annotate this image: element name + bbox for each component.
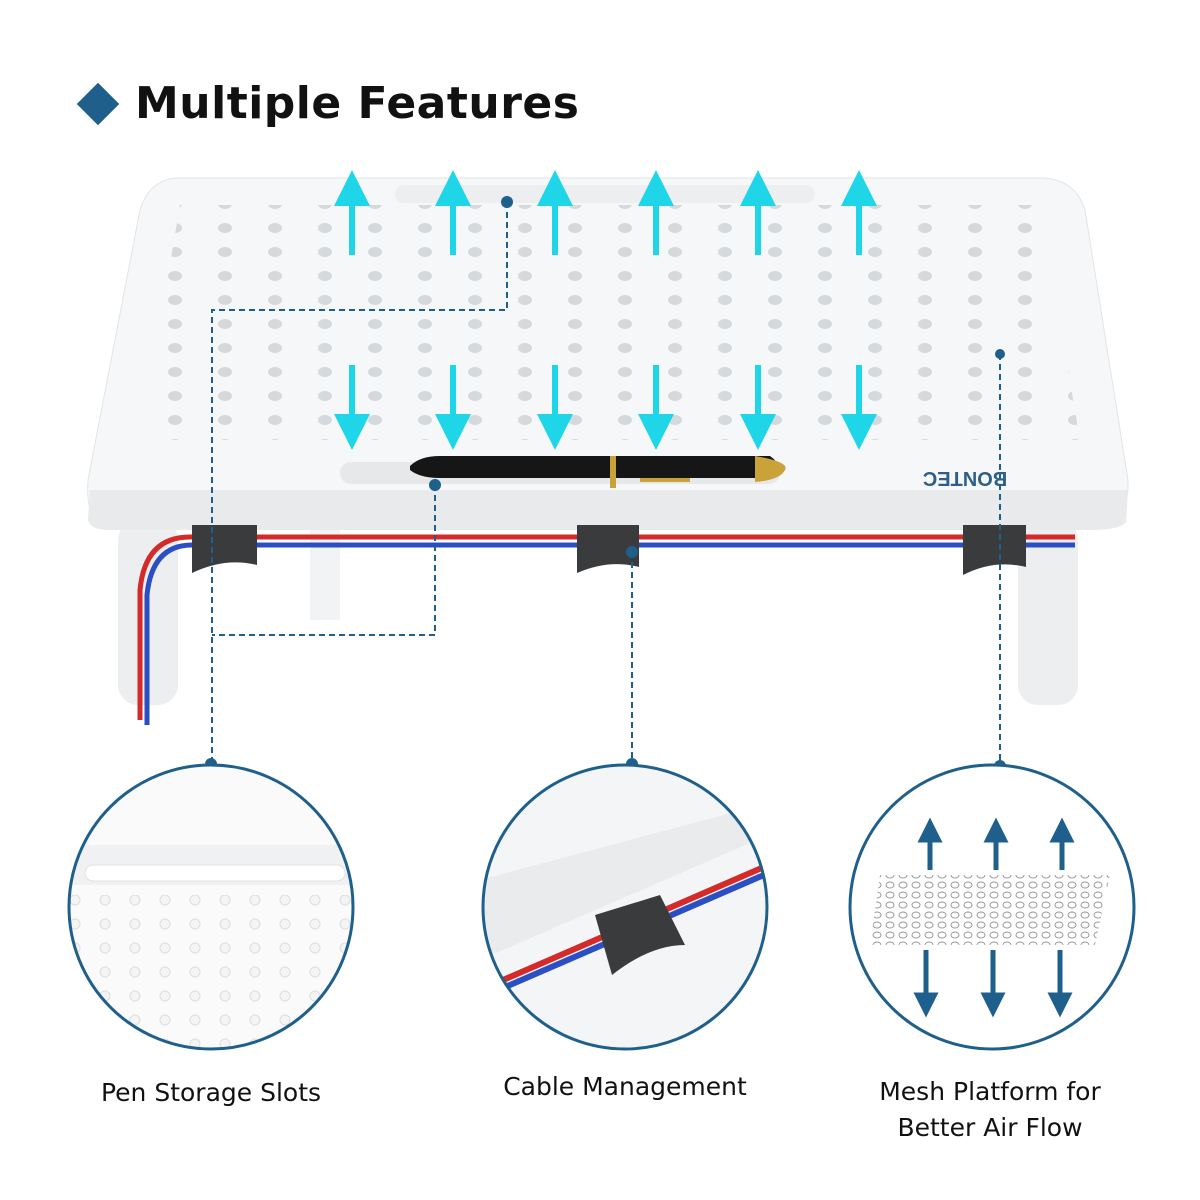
pen <box>410 456 786 488</box>
cable-clips <box>192 525 1026 575</box>
feature-label-line: Mesh Platform for <box>879 1077 1101 1106</box>
mesh-detail-circle <box>848 763 1136 1051</box>
cables <box>137 534 1075 725</box>
cable-detail-circle <box>481 763 769 1051</box>
page-title: Multiple Features <box>135 78 580 129</box>
brand-logo: BONTEC <box>923 467 1007 489</box>
pen-slot-detail-circle <box>67 763 355 1051</box>
feature-label-cable-management: Cable Management <box>503 1072 747 1101</box>
feature-label-pen-storage: Pen Storage Slots <box>100 1078 322 1107</box>
header: Multiple Features <box>75 78 579 129</box>
airflow-arrows <box>334 170 877 450</box>
feature-label-line: Better Air Flow <box>897 1113 1083 1142</box>
feature-label-mesh-platform: Mesh Platform for Better Air Flow <box>840 1074 1140 1146</box>
callout-lines <box>211 202 1001 766</box>
